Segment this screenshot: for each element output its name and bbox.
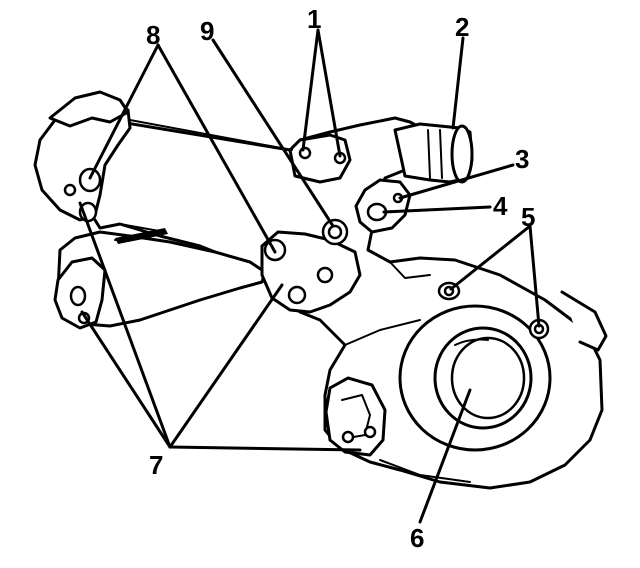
callout-labels: 1 2 3 4 5 6 7 8 9: [146, 4, 535, 553]
lower-center-lug: [324, 376, 387, 457]
leader-lines: [78, 28, 541, 524]
callout-6: 6: [410, 523, 424, 553]
callout-5: 5: [521, 202, 535, 232]
callout-3: 3: [515, 144, 529, 174]
coolant-outlet-pipe: [393, 122, 474, 184]
callout-2: 2: [455, 12, 469, 42]
detail-lines: [114, 119, 471, 483]
callout-8: 8: [146, 20, 160, 50]
crankshaft-seal-bore: [398, 304, 552, 452]
callout-9: 9: [200, 16, 214, 46]
callout-1: 1: [307, 4, 321, 34]
upper-right-ear: [354, 178, 412, 234]
callout-4: 4: [493, 191, 508, 221]
callout-7: 7: [149, 450, 163, 480]
lower-left-tab: [53, 256, 107, 330]
